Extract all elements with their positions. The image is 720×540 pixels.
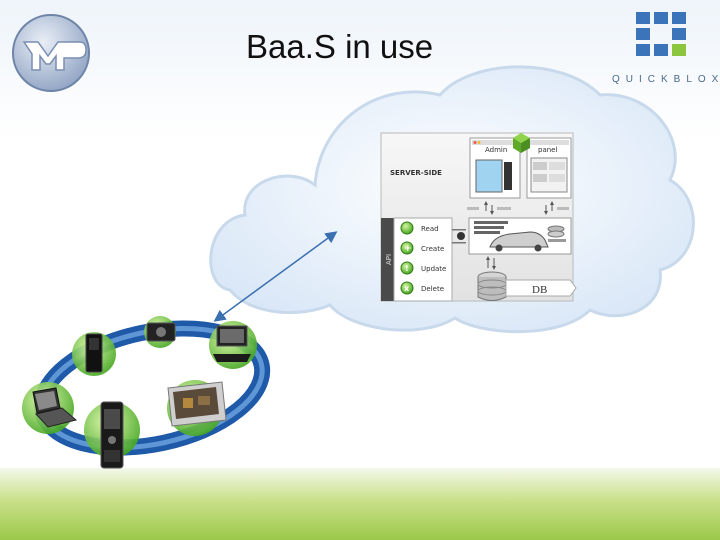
operation-update-label: Update	[421, 265, 446, 273]
delete-icon	[400, 281, 414, 295]
operation-delete: x Delete	[400, 281, 444, 295]
server-side-label: SERVER-SIDE	[390, 169, 442, 177]
cache-disc-icon	[547, 225, 565, 238]
device-tablet-media	[167, 380, 227, 436]
footer-band	[0, 468, 720, 540]
svg-text:!: !	[405, 264, 409, 273]
device-phone-black	[72, 332, 116, 376]
cube-icon	[513, 133, 530, 153]
quickblox-logo: QUICKBLOX	[612, 8, 720, 90]
operation-update: ! Update	[400, 261, 446, 275]
connector-dot	[457, 232, 465, 240]
device-phone-slider	[84, 401, 140, 469]
text-stub	[497, 207, 511, 210]
text-stub	[467, 207, 479, 210]
panel-label: panel	[538, 146, 557, 154]
car-icon	[489, 231, 549, 252]
operation-read: Read	[400, 221, 439, 235]
device-laptop	[22, 382, 78, 434]
operation-create: + Create	[400, 241, 444, 255]
client-server-arrow	[213, 231, 338, 322]
operation-delete-label: Delete	[421, 285, 444, 293]
database-icon	[477, 271, 507, 301]
device-dvd-player	[209, 321, 257, 369]
db-label: DB	[532, 284, 547, 296]
read-icon	[400, 221, 414, 235]
api-bar	[381, 218, 394, 301]
server-side-panel: SERVER-SIDE Admin panel	[380, 132, 577, 302]
operation-read-label: Read	[421, 225, 439, 233]
slide-title: Baa.S in use	[246, 28, 434, 65]
operation-create-label: Create	[421, 245, 444, 253]
api-label: API	[385, 254, 393, 265]
svg-text:+: +	[404, 244, 412, 254]
device-camera	[144, 316, 176, 348]
admin-label: Admin	[485, 146, 507, 154]
update-icon	[400, 261, 414, 275]
quickblox-logo-icon	[636, 12, 686, 56]
quickblox-wordmark: QUICKBLOX	[612, 74, 720, 85]
create-icon	[400, 241, 414, 255]
svg-text:x: x	[404, 284, 410, 293]
arrow-annotations	[484, 201, 554, 215]
db-tag	[505, 279, 577, 297]
text-stub	[557, 207, 569, 210]
yd-logo-icon	[12, 14, 90, 92]
